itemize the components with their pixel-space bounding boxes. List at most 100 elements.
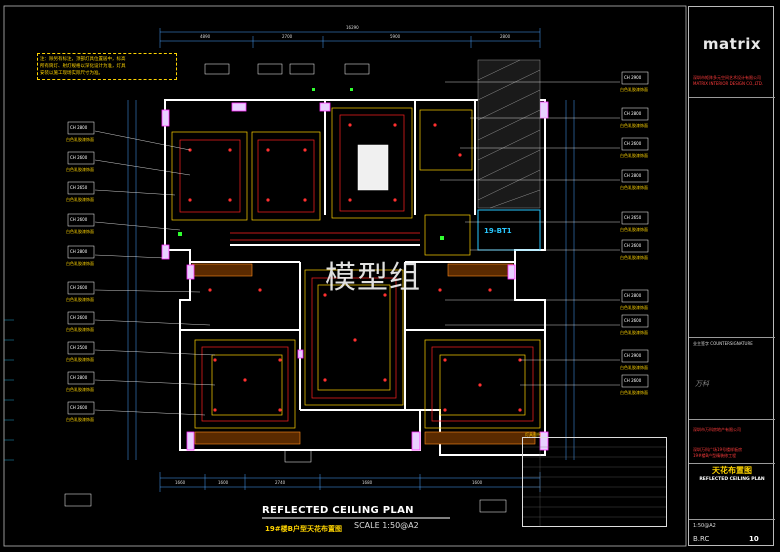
left-callout-code: CH 2500: [70, 345, 88, 350]
right-callout-finish: 白色乳胶漆饰面: [620, 255, 648, 260]
legend-title: 灯具图例: [525, 432, 541, 437]
right-callout-finish: 白色乳胶漆饰面: [620, 153, 648, 158]
tb-divider: [689, 97, 775, 98]
sheet-border: [3, 5, 687, 547]
left-callout-code: CH 2600: [70, 315, 88, 320]
left-callout-code: CH 2800: [70, 375, 88, 380]
left-callout-finish: 白色乳胶漆饰面: [66, 417, 94, 422]
tb-divider: [689, 519, 775, 520]
sheet-number: 10: [749, 535, 759, 543]
top-tags: [204, 63, 370, 75]
general-note-box: [37, 53, 177, 80]
stair-hatch: [477, 59, 541, 209]
project-name: 深圳万科广场19号楼样板房: [693, 447, 743, 452]
lighting-legend: 灯具图例: [522, 432, 667, 527]
dim-top-3: 5900: [390, 34, 401, 39]
right-callout-code: CH 2650: [624, 215, 642, 220]
left-callout-finish: 白色乳胶漆饰面: [66, 327, 94, 332]
right-callout-finish: 白色乳胶漆饰面: [620, 123, 648, 128]
right-callout-finish: 白色乳胶漆饰面: [620, 365, 648, 370]
sheet-title-en: REFLECTED CEILING PLAN: [699, 477, 765, 482]
right-leaders: [440, 81, 620, 386]
left-callout-code: CH 2650: [70, 185, 88, 190]
dim-top-1: 4890: [200, 34, 211, 39]
left-callout-finish: 白色乳胶漆饰面: [66, 197, 94, 202]
light-fixtures: [188, 123, 522, 412]
right-tags: [621, 71, 649, 388]
company-logo: matrix: [702, 35, 762, 53]
dim-total: 16290: [346, 25, 359, 30]
right-callout-code: CH 2800: [624, 173, 642, 178]
left-callout-finish: 白色乳胶漆饰面: [66, 229, 94, 234]
left-callout-finish: 白色乳胶漆饰面: [66, 137, 94, 142]
note-line-1: 注：除另有标注，顶部灯具位置居中，标高: [40, 57, 126, 62]
dim-top-4: 2800: [500, 34, 511, 39]
company-name-en: MATRIX INTERIOR DESIGN CO.,LTD.: [693, 81, 764, 86]
note-line-3: 安装以施工现场实际尺寸为准。: [40, 71, 103, 76]
left-callout-finish: 白色乳胶漆饰面: [66, 261, 94, 266]
left-callout-code: CH 2600: [70, 217, 88, 222]
left-callout-code: CH 2800: [70, 125, 88, 130]
company-name-cn: 深圳市矩阵多元空间艺术设计有限公司: [693, 75, 761, 80]
left-callout-finish: 白色乳胶漆饰面: [66, 387, 94, 392]
left-callout-finish: 白色乳胶漆饰面: [66, 167, 94, 172]
left-callout-code: CH 2600: [70, 405, 88, 410]
right-callout-code: CH 2800: [624, 111, 642, 116]
sheet-title-cn: 天花布置图: [712, 466, 752, 475]
green-fixtures: [178, 88, 444, 240]
dim-top-2: 2700: [282, 34, 293, 39]
dim-bottom-2: 1600: [218, 480, 229, 485]
bottom-dimensions: [159, 472, 541, 492]
top-dimensions: [159, 28, 541, 48]
room-tag: 19-BT1: [484, 227, 512, 235]
walls: [164, 99, 546, 456]
ceiling-recess: [179, 114, 534, 422]
right-callout-finish: 白色乳胶漆饰面: [620, 87, 648, 92]
right-callout-code: CH 2600: [624, 141, 642, 146]
tb-divider: [689, 419, 775, 420]
legend-rows: [522, 437, 667, 527]
right-callout-finish: 白色乳胶漆饰面: [620, 227, 648, 232]
watermark: 模型组: [325, 260, 421, 296]
bottom-tags: [64, 449, 507, 513]
hatched-walls: [191, 263, 536, 445]
left-edge-grid: [4, 319, 14, 461]
left-tags: [67, 121, 95, 415]
title-block: matrix 深圳市矩阵多元空间艺术设计有限公司 MATRIX INTERIOR…: [688, 6, 775, 546]
note-line-2: 所有筒灯、射灯规格以深化设计为准，灯具: [40, 64, 126, 69]
dim-bottom-5: 1600: [472, 480, 483, 485]
sheet-scale: 1:50@A2: [693, 523, 716, 529]
right-callout-finish: 白色乳胶漆饰面: [620, 305, 648, 310]
dim-bottom-1: 1660: [175, 480, 186, 485]
project-subtitle: 19#楼B户型精装修工程: [693, 453, 737, 458]
client-signature: 万科: [695, 380, 709, 388]
right-callout-code: CH 2900: [624, 353, 642, 358]
drawing-title: REFLECTED CEILING PLAN: [262, 505, 414, 516]
feature-panel: [357, 144, 389, 191]
left-callout-finish: 白色乳胶漆饰面: [66, 357, 94, 362]
sheet-code: B.RC: [693, 535, 710, 543]
right-callout-code: CH 2600: [624, 243, 642, 248]
left-callout-finish: 白色乳胶漆饰面: [66, 297, 94, 302]
left-callout-code: CH 2800: [70, 249, 88, 254]
left-callout-code: CH 2600: [70, 155, 88, 160]
right-callout-finish: 白色乳胶漆饰面: [620, 390, 648, 395]
right-callout-finish: 白色乳胶漆饰面: [620, 185, 648, 190]
columns: [161, 101, 549, 451]
tb-divider: [689, 337, 775, 338]
side-dimensions: [127, 100, 575, 460]
drawing-scale: SCALE 1:50@A2: [354, 521, 419, 530]
tb-divider: [689, 463, 775, 464]
drawing-title-cn: 19#楼B户型天花布置图: [265, 525, 342, 533]
client-label: 业主签字 COUNTERSIGNATURE: [693, 341, 753, 346]
right-callout-code: CH 2800: [624, 293, 642, 298]
right-callout-code: CH 2600: [624, 318, 642, 323]
right-callout-code: CH 2600: [624, 378, 642, 383]
right-callout-finish: 白色乳胶漆饰面: [620, 330, 648, 335]
dim-bottom-3: 2740: [275, 480, 286, 485]
left-callout-code: CH 2600: [70, 285, 88, 290]
left-leaders: [94, 130, 216, 416]
right-callout-code: CH 2900: [624, 75, 642, 80]
owner-name: 深圳市万科房地产有限公司: [693, 427, 741, 432]
